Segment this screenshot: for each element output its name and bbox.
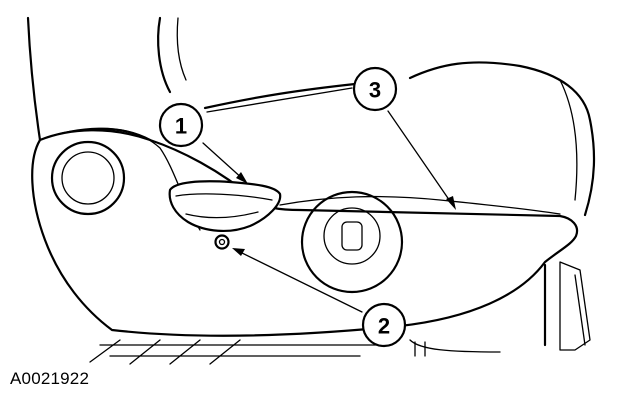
figure-id: A0021922	[10, 369, 90, 388]
callout-2-label: 2	[378, 314, 390, 339]
seat-cushion	[203, 61, 596, 217]
callout-2: 2	[361, 302, 407, 348]
callout-1-label: 1	[175, 114, 187, 139]
callout-3: 3	[352, 66, 398, 112]
adjustment-knob	[300, 190, 404, 294]
callout-3-label: 3	[369, 78, 381, 103]
side-shield	[31, 127, 579, 337]
retaining-screw	[214, 234, 230, 250]
seat-track	[89, 261, 591, 365]
leader-lines	[202, 87, 456, 313]
pivot-hole	[50, 140, 126, 216]
recliner-handle	[168, 180, 282, 233]
callout-1: 1	[158, 102, 204, 148]
